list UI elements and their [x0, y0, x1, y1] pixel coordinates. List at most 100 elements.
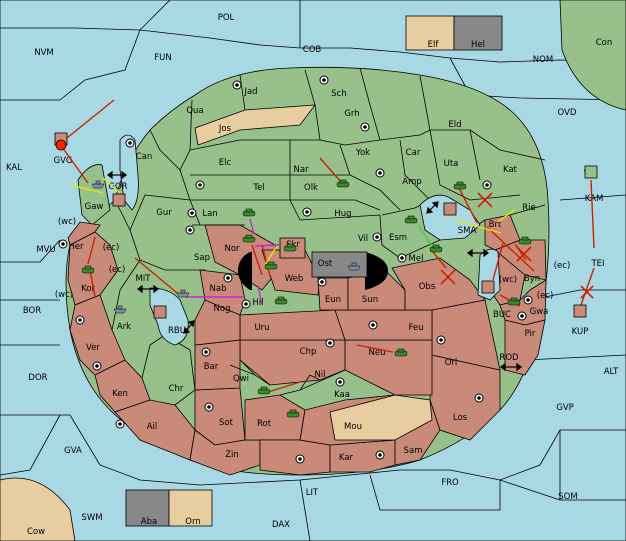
order-yellow-5 — [454, 219, 502, 234]
sc-orl — [436, 335, 446, 345]
land-label-lan: Lan — [202, 209, 217, 219]
land-label-nor: Nor — [224, 244, 240, 254]
land-label-eun: Eun — [325, 295, 341, 305]
land-label-cow: Cow — [27, 527, 45, 537]
land-label-mel: Mel — [409, 254, 424, 264]
order-magenta-4 — [257, 285, 263, 306]
army-icon — [394, 348, 408, 357]
province-ost[interactable] — [311, 251, 368, 278]
army-icon — [286, 409, 300, 418]
province-zin-south — [259, 439, 331, 476]
province-her[interactable] — [67, 221, 101, 246]
army-icon — [81, 265, 95, 274]
province-cow[interactable] — [0, 477, 76, 541]
order-yellow-4 — [497, 209, 515, 223]
gor-box — [112, 193, 126, 207]
sc-pir — [517, 311, 527, 321]
double-arrow-buc — [467, 248, 489, 258]
land-label-mou: Mou — [344, 422, 362, 432]
buc-box — [481, 280, 495, 294]
land-label-grh: Grh — [344, 109, 359, 119]
land-label-elc: Elc — [219, 158, 232, 168]
order-red-11 — [458, 187, 478, 224]
sea-label-ovd: OVD — [558, 108, 577, 118]
province-mou[interactable] — [329, 394, 433, 441]
army-icon — [242, 208, 256, 217]
sea-label-tei: TEI — [590, 259, 604, 269]
sea-rbu — [149, 287, 189, 346]
land-label-obs: Obs — [419, 282, 436, 292]
army-icon — [507, 297, 521, 306]
sea-label-fro: FRO — [441, 478, 459, 488]
double-arrow-sma — [426, 201, 439, 214]
land-label-esm: Esm — [389, 233, 407, 243]
sc-sot — [204, 402, 214, 412]
coast-label-wc1: (wc) — [58, 217, 76, 227]
order-red-2 — [61, 146, 89, 184]
land-label-can: Can — [136, 152, 153, 162]
sea-label-kup: KUP — [572, 327, 589, 337]
fleet-icon — [113, 305, 127, 314]
sea-label-kam: KAM — [585, 194, 604, 204]
sea-label-dor: DOR — [28, 373, 47, 383]
sea-label-mvu: MVU — [36, 245, 55, 255]
cross-4 — [580, 285, 594, 299]
land-label-nab: Nab — [210, 284, 227, 294]
army-icon — [336, 179, 350, 188]
sc-yok — [375, 168, 385, 178]
order-red-3 — [87, 236, 96, 265]
land-label-sap: Sap — [194, 253, 210, 263]
province-obs[interactable] — [391, 257, 486, 311]
sc-vil — [372, 232, 382, 242]
fleet-icon — [176, 289, 190, 298]
order-red-9 — [356, 344, 394, 353]
orders — [61, 99, 595, 394]
sc-uru — [241, 299, 251, 309]
land-borders — [111, 67, 546, 406]
sma-box — [443, 202, 457, 216]
coast-label-group: (wc) (ec) (ec) (wc) (wc) (ec) (ec) — [55, 217, 570, 301]
kam-box — [584, 165, 598, 179]
sea-label-group: POL NVM FUN COB NOM OVD KAL MVU BOR DOR … — [6, 13, 619, 530]
sc-gwa — [523, 295, 533, 305]
legend-orn-box — [168, 489, 213, 527]
land-label-kaa: Kaa — [334, 390, 350, 400]
land-label-eld: Eld — [448, 120, 461, 130]
land-label-uru: Uru — [254, 323, 269, 333]
cross-1 — [477, 192, 493, 208]
land-label-ark: Ark — [117, 322, 131, 332]
land-label-con: Con — [596, 38, 613, 48]
land-label-ver: Ver — [86, 343, 100, 353]
coast-label-ec3: (ec) — [554, 261, 571, 271]
sc-chp — [325, 338, 335, 348]
sea-gor-inlet — [119, 134, 139, 211]
order-yellow-1 — [69, 184, 104, 194]
province-nog[interactable] — [194, 299, 241, 346]
supply-centers — [58, 75, 533, 464]
army-icon — [264, 261, 278, 270]
land-label-yok: Yok — [355, 148, 370, 158]
land-label-gwa: Gwa — [530, 307, 549, 317]
army-icon — [453, 181, 467, 190]
land-label-vil: Vil — [358, 234, 368, 244]
legend-aba-box — [125, 489, 170, 527]
sea-label-alt: ALT — [604, 367, 619, 377]
land-label-nil: Nil — [314, 370, 325, 380]
land-label-brt: Brt — [489, 220, 502, 230]
sea-label-lit: LIT — [306, 488, 319, 498]
army-icon — [257, 386, 271, 395]
order-magenta-2 — [254, 244, 280, 247]
land-label-sun: Sun — [362, 295, 378, 305]
sc-ken — [92, 361, 102, 371]
sea-sma — [419, 194, 481, 241]
order-red-15 — [514, 243, 527, 261]
coast-label-wc2: (wc) — [55, 290, 73, 300]
sea-label-nvm: NVM — [34, 48, 54, 58]
order-red-12 — [486, 226, 535, 272]
land-label-qwi: Qwi — [233, 374, 249, 384]
land-label-group: Jad Sch Qua Jos Grh Eld Can Elc Yok Car … — [27, 38, 612, 537]
land-label-car: Car — [406, 148, 421, 158]
order-red-17 — [580, 267, 595, 306]
sc-lan — [187, 208, 197, 218]
owner-boxes — [54, 132, 598, 319]
